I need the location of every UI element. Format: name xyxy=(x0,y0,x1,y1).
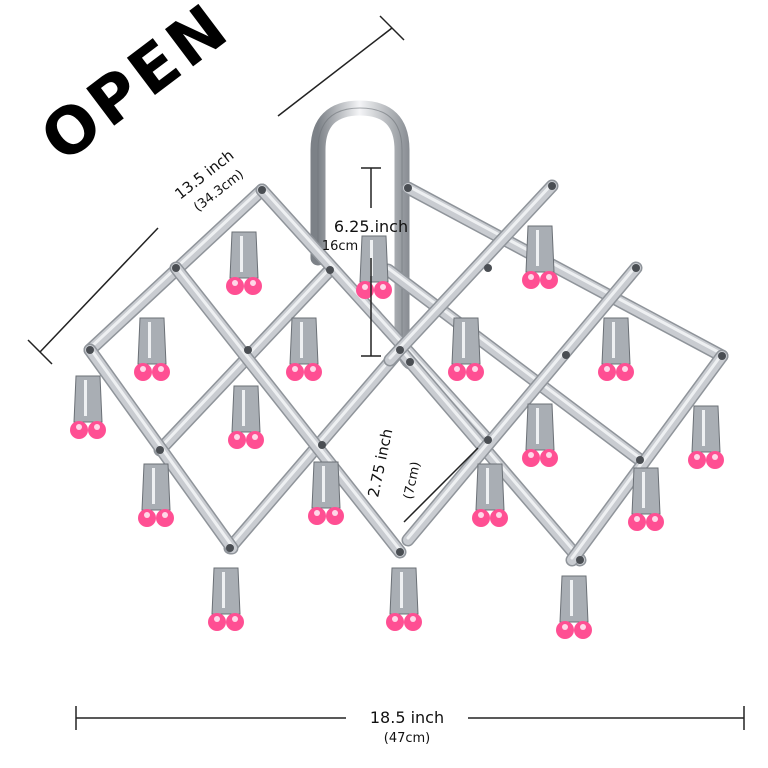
rivet xyxy=(636,456,644,464)
rivet xyxy=(318,441,326,449)
clip-16 xyxy=(208,567,244,631)
diagonal-dim-line-left xyxy=(39,227,159,353)
rivet xyxy=(548,182,556,190)
clip-group xyxy=(70,225,724,639)
rivet xyxy=(484,436,492,444)
clip-2 xyxy=(134,317,170,381)
lattice-bar-7 xyxy=(381,263,647,467)
clip-14 xyxy=(472,463,508,527)
lattice-bar-6 xyxy=(401,181,729,363)
cell-inch-label: 2.75 inch xyxy=(364,427,396,499)
clip-7 xyxy=(522,225,558,289)
clip-6 xyxy=(228,385,264,449)
rivet xyxy=(156,446,164,454)
lattice-bar-11 xyxy=(565,349,729,567)
clip-5 xyxy=(70,375,106,439)
clip-11 xyxy=(308,461,344,525)
clip-17 xyxy=(386,567,422,631)
width-cm-label: (47cm) xyxy=(384,731,431,746)
clip-4 xyxy=(286,317,322,381)
rivet xyxy=(258,186,266,194)
hook-height-cm-label: 16cm xyxy=(322,239,358,254)
lattice-frame xyxy=(83,179,729,567)
diagonal-dim-line-right xyxy=(277,27,393,117)
rivet xyxy=(396,548,404,556)
rivet xyxy=(406,358,414,366)
width-dimension: 18.5 inch (47cm) xyxy=(75,706,745,746)
lattice-bar-9 xyxy=(383,179,559,367)
rivet xyxy=(562,351,570,359)
rivet xyxy=(632,264,640,272)
rivet xyxy=(576,556,584,564)
diagonal-dim-tick-left xyxy=(27,339,53,365)
rivet xyxy=(718,352,726,360)
clip-9 xyxy=(598,317,634,381)
rivet xyxy=(404,184,412,192)
rivet xyxy=(244,346,252,354)
rivet xyxy=(396,346,404,354)
rivet xyxy=(172,264,180,272)
width-inch-label: 18.5 inch xyxy=(370,708,444,727)
lattice-bar-5 xyxy=(255,183,495,447)
clip-15 xyxy=(628,467,664,531)
clip-1 xyxy=(226,231,262,295)
hook-height-dimension: 6.25.inch 16cm xyxy=(322,167,408,357)
hook-height-inch-label: 6.25.inch xyxy=(334,217,408,236)
clip-13 xyxy=(688,405,724,469)
clip-18 xyxy=(556,575,592,639)
clip-10 xyxy=(138,463,174,527)
rivet xyxy=(484,264,492,272)
rivet xyxy=(86,346,94,354)
lattice-bar-4 xyxy=(169,261,407,559)
rivet xyxy=(226,544,234,552)
clip-3 xyxy=(356,235,392,299)
diagonal-dim-tick-right xyxy=(379,15,405,41)
lattice-bar-8 xyxy=(393,343,587,567)
cell-cm-label: (7cm) xyxy=(401,460,424,501)
clip-12 xyxy=(522,403,558,467)
lattice-bar-10 xyxy=(401,261,643,547)
clip-8 xyxy=(448,317,484,381)
rivet xyxy=(326,266,334,274)
